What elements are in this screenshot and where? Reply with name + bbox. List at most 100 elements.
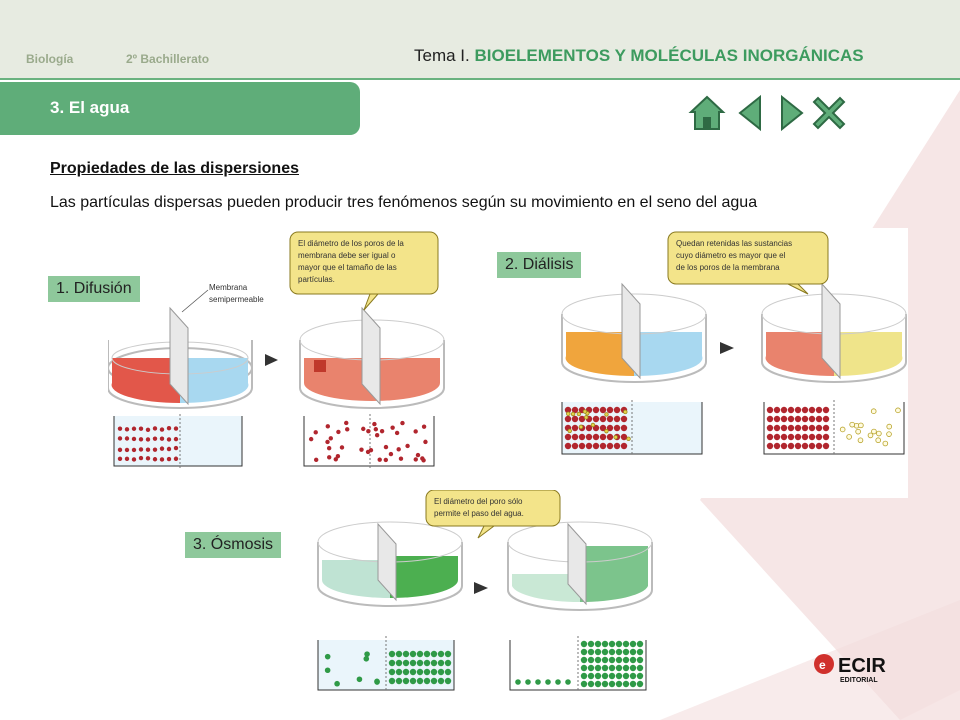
particle-dot (166, 426, 172, 431)
particle-dot (773, 442, 781, 450)
particle-dot (138, 455, 144, 461)
membrane-label: Membrana (209, 283, 248, 292)
particle-dot (608, 656, 616, 664)
particle-dot (601, 640, 609, 648)
particle-dot (395, 650, 403, 658)
particle-dot (159, 457, 165, 462)
particle-dot (430, 677, 438, 685)
particle-dot (580, 664, 588, 672)
particle-dot (388, 677, 396, 685)
particle-dot (325, 439, 330, 445)
particle-dot (801, 433, 809, 441)
particle-dot (594, 656, 602, 664)
particle-dot (794, 406, 802, 414)
particle-dot (622, 656, 630, 664)
particle-dot (430, 650, 438, 658)
particle-dot (166, 446, 172, 452)
particle-dot (815, 442, 823, 450)
particle-dot (334, 680, 340, 687)
particle-dot (374, 432, 380, 438)
speech-bubble-diffusion: El diámetro de los poros de la membrana … (289, 231, 439, 311)
home-icon[interactable] (688, 94, 726, 132)
particle-dot (396, 447, 401, 452)
bubble-text: El diámetro del poro sólo (434, 497, 523, 506)
particle-dot (794, 424, 802, 432)
particle-dot (604, 428, 609, 434)
section-tab: 3. El agua (0, 82, 360, 135)
triangle-right-icon[interactable] (772, 94, 810, 132)
particle-dot (584, 415, 589, 420)
particle-dot (578, 442, 586, 450)
particle-dot (423, 650, 431, 658)
particle-dot (794, 442, 802, 450)
particle-dot (808, 424, 816, 432)
particle-dot (444, 659, 452, 667)
particle-dot (636, 640, 644, 648)
section-title: 3. El agua (50, 98, 130, 117)
particle-dot (620, 424, 628, 432)
particle-dot (580, 680, 588, 688)
particle-dot (145, 437, 151, 442)
particle-dot (766, 424, 774, 432)
particle-dot (587, 648, 595, 656)
particle-dot (587, 680, 595, 688)
particle-dot (857, 437, 864, 444)
particle-dot (388, 650, 396, 658)
triangle-left-icon[interactable] (732, 94, 770, 132)
particle-dot (592, 433, 600, 441)
arrow-icon (265, 354, 278, 366)
particle-dot (780, 415, 788, 423)
particle-dot (388, 668, 396, 676)
particle-dot (815, 406, 823, 414)
close-x-icon[interactable] (810, 94, 848, 132)
particle-dot (117, 447, 123, 453)
particle-dot (875, 437, 882, 444)
particle-dot (606, 424, 614, 432)
ecir-logo: e ECIR EDITORIAL (814, 654, 886, 684)
particle-dot (599, 433, 607, 441)
particle-dot (773, 406, 781, 414)
particle-dot (564, 406, 572, 414)
particle-dot (152, 436, 158, 441)
bubble-text: membrana debe ser igual o (298, 251, 396, 260)
particle-dot (567, 428, 572, 434)
diffusion-particles-before (113, 414, 243, 468)
particle-dot (855, 428, 861, 435)
particle-dot (571, 433, 579, 441)
particle-dot (545, 679, 551, 685)
particle-dot (594, 672, 602, 680)
particle-dot (606, 415, 614, 423)
particle-dot (409, 650, 417, 658)
particle-dot (601, 680, 609, 688)
particle-dot (365, 449, 371, 455)
particle-dot (867, 432, 874, 439)
particle-dot (620, 415, 628, 423)
particle-dot (822, 406, 830, 414)
particle-dot (324, 667, 331, 674)
topic-prefix: Tema I. (414, 46, 470, 65)
dialysis-dish-after (761, 282, 907, 383)
particle-dot (313, 457, 319, 463)
particle-dot (409, 659, 417, 667)
particle-dot (622, 672, 630, 680)
bubble-text: cuyo diámetro es mayor que el (676, 251, 786, 260)
particle-dot (423, 439, 428, 445)
particle-dot (794, 433, 802, 441)
bubble-text: partículas. (298, 275, 335, 284)
particle-dot (613, 435, 618, 440)
particle-dot (822, 415, 830, 423)
particle-dot (608, 648, 616, 656)
particle-dot (780, 406, 788, 414)
particle-dot (565, 679, 571, 685)
bubble-text: El diámetro de los poros de la (298, 239, 404, 248)
particle-dot (615, 648, 623, 656)
particle-dot (379, 428, 385, 434)
particle-dot (336, 429, 341, 435)
particle-dot (413, 429, 418, 434)
particle-dot (620, 433, 628, 441)
particle-dot (124, 447, 130, 453)
particle-dot (395, 659, 403, 667)
particle-dot (599, 406, 607, 414)
svg-text:e: e (819, 658, 826, 672)
particle-dot (124, 456, 130, 462)
